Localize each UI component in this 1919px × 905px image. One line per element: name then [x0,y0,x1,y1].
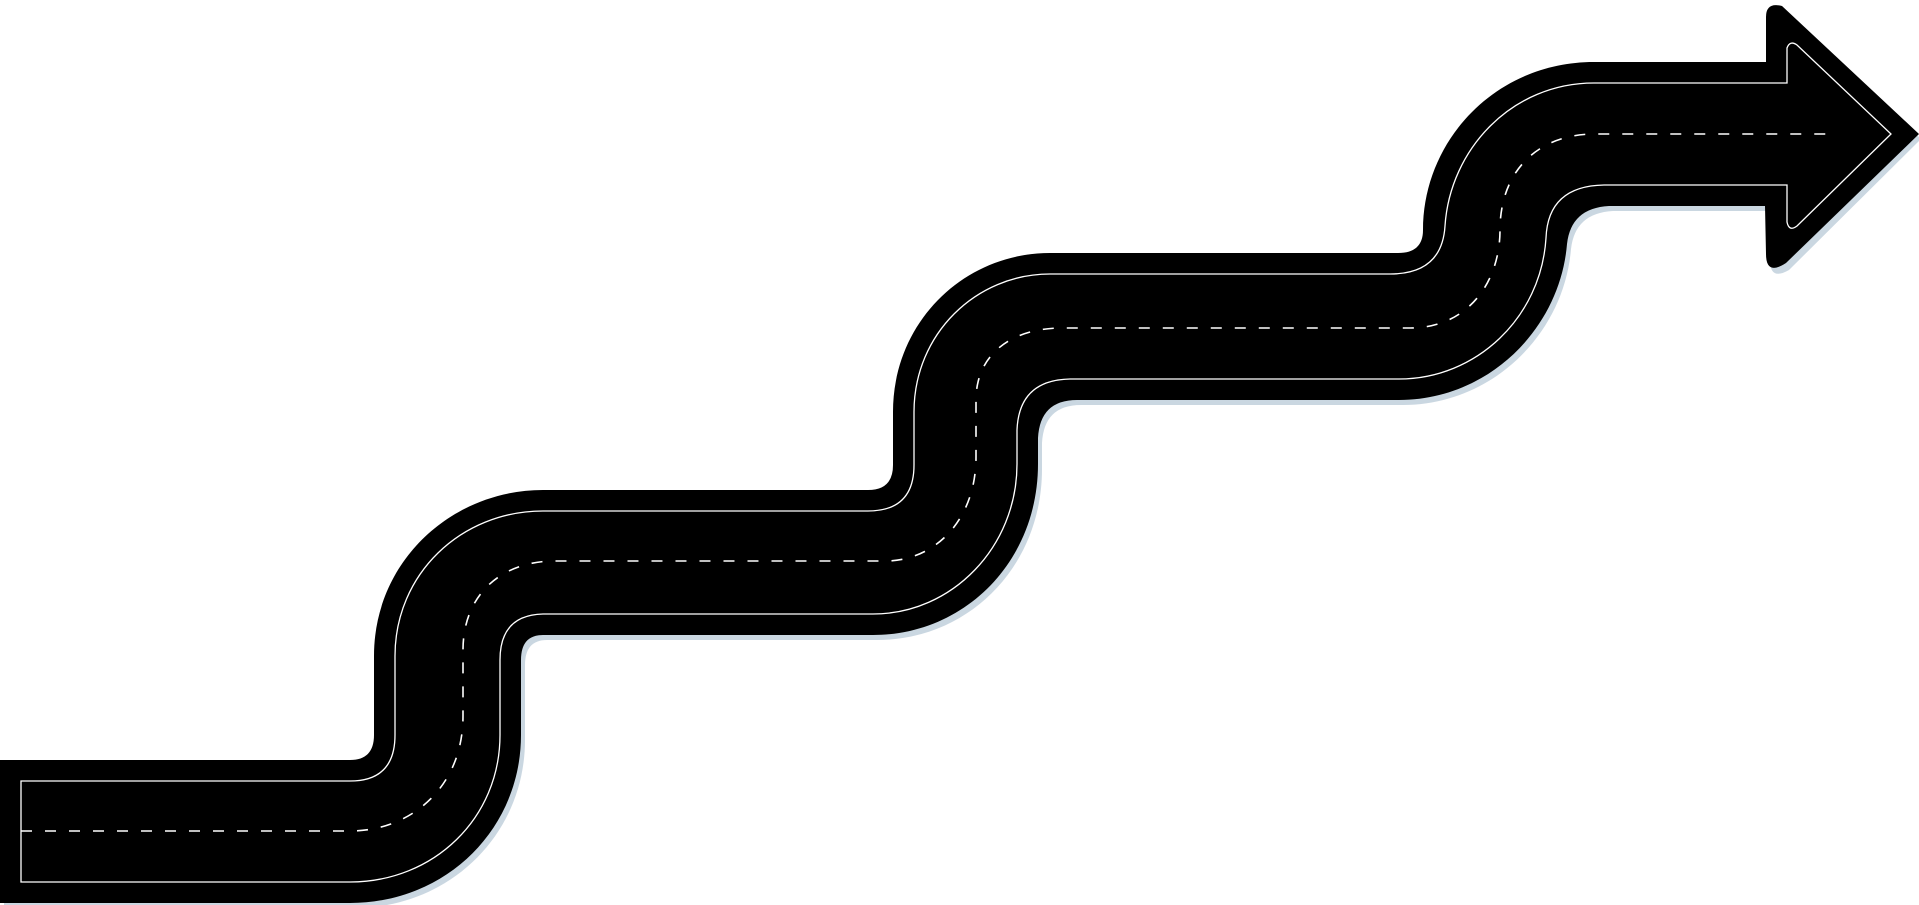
road-inner-outline [20,42,1892,883]
road-body [0,5,1919,903]
